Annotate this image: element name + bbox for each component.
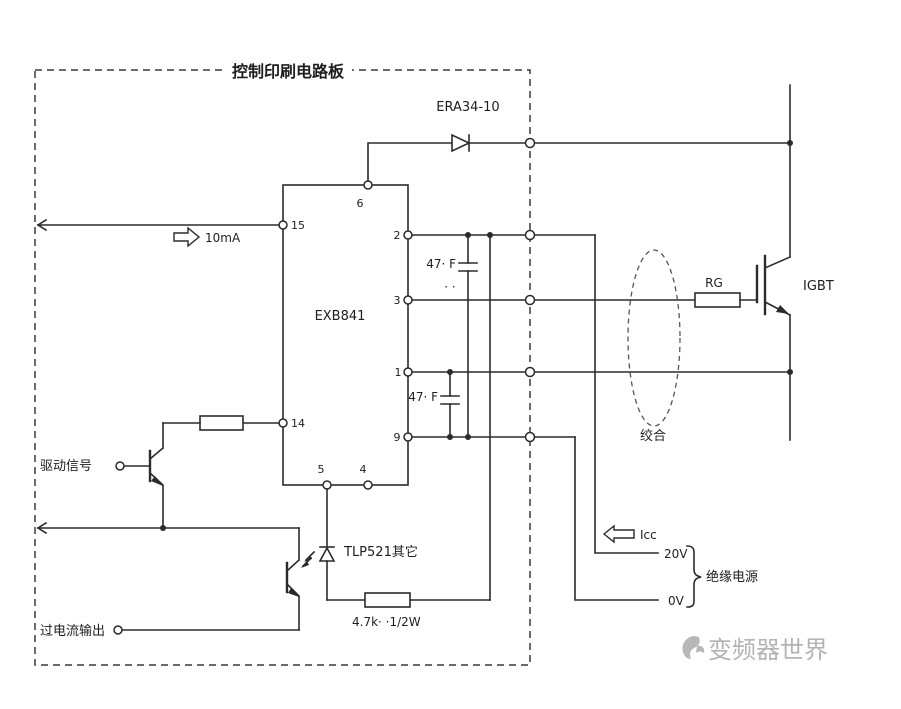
input-current-arrow-icon [173,226,201,248]
rail-0v-wire [574,436,659,601]
junction-dot [160,525,166,531]
left-arrowhead-bottom [36,521,48,535]
diode-symbol [451,133,471,153]
exb841-ic: EXB841 6 15 2 3 1 14 9 5 4 [278,180,413,490]
pin-1-terminal [403,367,413,377]
watermark: 变频器世界 [682,636,828,664]
pin-4-terminal [363,480,373,490]
optocoupler-tlp521: TLP521其它 过电流输出 [40,488,418,639]
pin-3-terminal [403,295,413,305]
ic-body [282,184,409,486]
watermark-text: 变频器世界 [708,636,828,664]
capacitor-upper: 47· F · · [426,232,478,440]
optocoupler-label: TLP521其它 [343,544,418,560]
igbt-label: IGBT [803,279,834,294]
twisted-pair-ellipse [627,249,681,427]
input-current-label: 10mA [205,231,241,245]
photo-emitter-arrow [288,588,299,597]
pullup-resistor-body [364,592,411,608]
left-arrowhead-top [36,218,48,232]
isolated-supply-label: 绝缘电源 [706,569,758,585]
igbt-transistor: IGBT [755,84,834,441]
igbt-collector-lead [763,255,792,270]
gate-resistor-body [694,292,741,308]
era-diode-branch: ERA34-10 [367,100,793,182]
pin-1-label: 1 [395,366,402,379]
pin-6-terminal [363,180,373,190]
board-edge-terminal-3 [524,294,536,306]
rail-20v-wire [594,234,659,554]
pin-2-terminal [403,230,413,240]
pin-6-label: 6 [357,197,364,210]
dove-swoosh-icon-wing [696,645,705,653]
gate-resistor-label: RG [705,276,723,290]
board-edge-terminal-5 [524,431,536,443]
cap-upper-marks: · · [444,280,455,294]
drive-collector-diag [148,446,165,461]
power-supply-section: 20V 0V Icc 绝缘电源 [574,234,758,608]
cap-lower-label: 47· F [408,390,438,404]
cap-upper-label: 47· F [426,257,456,271]
photo-emitter-diag [285,582,301,598]
rail-20v-label: 20V [664,547,688,561]
pin-5-label: 5 [318,463,325,476]
photo-collector-diag [285,558,301,573]
drive-signal-label: 驱动信号 [40,459,92,474]
pullup-resistor-branch: 4.7k· ·1/2W [326,232,493,629]
pin-15-label: 15 [291,219,305,232]
light-arrow-2-head [301,561,309,568]
rail-0v-label: 0V [668,594,685,608]
pin-14-terminal [278,418,288,428]
pin-2-label: 2 [394,229,401,242]
pin-14-label: 14 [291,417,305,430]
pin6-wire [367,142,453,182]
igbt-emitter-arrow [776,305,789,314]
dove-swoosh-icon [682,636,700,659]
pin-9-terminal [403,432,413,442]
icc-arrow-icon [602,524,635,544]
drive-signal-terminal [115,461,125,471]
overcurrent-terminal [113,625,123,635]
pin-4-label: 4 [360,463,367,476]
icc-label: Icc [640,528,657,542]
pin-3-label: 3 [394,294,401,307]
base-resistor-body [199,415,244,431]
overcurrent-label: 过电流输出 [40,623,105,639]
era-diode-label: ERA34-10 [436,100,499,115]
board-edge-terminal-4 [524,366,536,378]
output-wires: RG [411,229,791,443]
board-edge-terminal-2 [524,229,536,241]
input-side: 10mA 驱动信号 [36,218,300,535]
pin-5-terminal [322,480,332,490]
twisted-pair-marker: 绞合 [627,249,681,444]
ic-name-label: EXB841 [315,309,366,324]
led-symbol [318,546,336,562]
pin-15-terminal [278,220,288,230]
pin-9-label: 9 [394,431,401,444]
capacitor-lower: 47· F [408,369,460,440]
supply-brace [686,545,702,608]
board-title: 控制印刷电路板 [232,62,345,81]
drive-emitter-arrow [151,476,163,486]
light-arrow-1-head [304,555,312,562]
board-title-backdrop [224,59,352,81]
board-edge-terminal-1 [524,137,536,149]
twisted-pair-label: 绞合 [640,428,666,444]
pullup-resistor-label: 4.7k· ·1/2W [352,615,421,629]
